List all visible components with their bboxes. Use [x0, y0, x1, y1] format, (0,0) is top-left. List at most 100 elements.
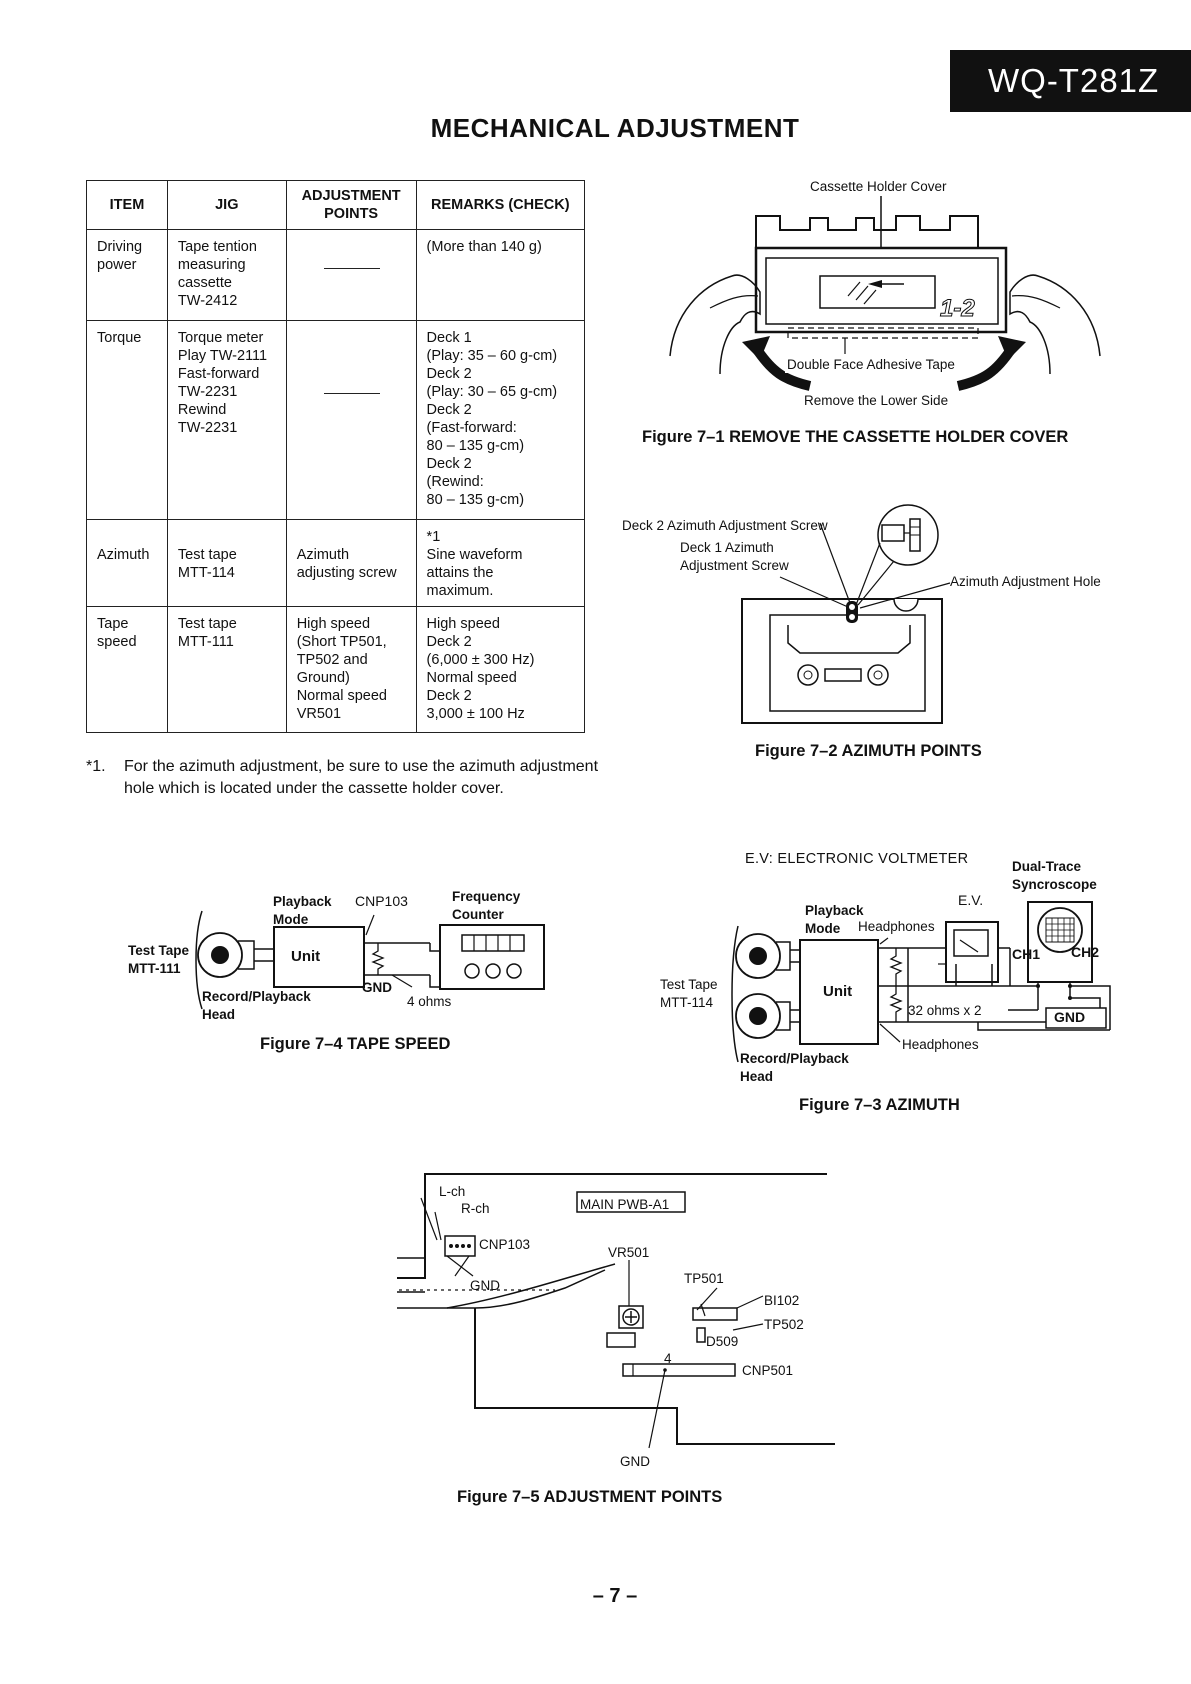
cell-points: [285, 320, 417, 520]
table-row: Driving power Tape tention measuring cas…: [86, 229, 586, 321]
label-holder-cover: Cassette Holder Cover: [810, 179, 947, 194]
figure-7-2-drawing: [741, 504, 951, 724]
cell-text: MTT-114: [177, 565, 235, 581]
cell-item: Torque: [86, 320, 168, 520]
cell-text: (Short TP501,: [296, 634, 387, 650]
label-scope-1: Dual-Trace: [1012, 859, 1082, 874]
label-unit-7-4: Unit: [291, 948, 321, 965]
cell-text: VR501: [296, 706, 342, 722]
model-badge: WQ-T281Z: [950, 50, 1191, 112]
footnote-text: For the azimuth adjustment, be sure to u…: [124, 758, 599, 797]
label-azimuth-hole: Azimuth Adjustment Hole: [950, 574, 1101, 589]
label-lower-side: Remove the Lower Side: [804, 393, 949, 408]
cell-text: Rewind: [177, 402, 227, 418]
cell-text: Ground): [296, 670, 350, 686]
label-gnd-top: GND: [470, 1278, 500, 1293]
figure-7-5-caption: Figure 7–5 ADJUSTMENT POINTS: [457, 1488, 723, 1506]
label-playback-7-3-2: Mode: [805, 921, 841, 936]
label-playback-1: Playback: [273, 894, 332, 909]
label-gnd-bottom: GND: [620, 1454, 650, 1469]
label-gnd-7-4: GND: [362, 980, 392, 995]
label-ev-title: E.V: ELECTRONIC VOLTMETER: [745, 851, 969, 867]
deck-mark-text: 1-2: [940, 295, 975, 322]
cell-text: Deck 2: [426, 456, 472, 472]
cell-text: TW-2412: [177, 293, 238, 309]
figure-7-1-caption: Figure 7–1 REMOVE THE CASSETTE HOLDER CO…: [642, 428, 1069, 446]
table-row: Torque Torque meter Play TW-2111 Fast-fo…: [86, 320, 586, 520]
cell-points: [285, 229, 417, 321]
header-adjustment-points: ADJUSTMENT POINTS: [285, 180, 417, 230]
label-head-7-4-2: Head: [202, 1007, 236, 1022]
page-title: MECHANICAL ADJUSTMENT: [430, 113, 800, 143]
adjustment-table: ITEM JIG ADJUSTMENT POINTS REMARKS (CHEC…: [86, 180, 586, 733]
figure-7-4-drawing: [195, 910, 545, 1010]
cell-text: Tape tention: [177, 239, 257, 255]
cell-points: High speed (Short TP501, TP502 and Groun…: [285, 606, 417, 733]
label-test-tape-114-1: Test Tape: [660, 977, 718, 992]
label-cnp103: CNP103: [355, 893, 408, 909]
header-item: ITEM: [86, 180, 168, 230]
cell-text: Normal speed: [296, 688, 387, 704]
page-number: – 7 –: [592, 1585, 638, 1607]
cell-remarks: *1 Sine waveform attains the maximum.: [415, 519, 586, 607]
cell-text: Sine waveform: [426, 547, 523, 563]
footnote: *1. For the azimuth adjustment, be sure …: [86, 756, 606, 800]
cell-text: TW-2231: [177, 384, 238, 400]
cell-jig: Tape tention measuring cassette TW-2412: [166, 229, 287, 321]
label-4-ohms: 4 ohms: [407, 994, 452, 1009]
cell-text: Azimuth: [97, 547, 150, 563]
cell-text: (More than 140 g): [426, 239, 542, 255]
label-counter: Counter: [452, 907, 504, 922]
label-pin-4: 4: [664, 1351, 672, 1366]
label-main-pwb: MAIN PWB-A1: [580, 1197, 670, 1212]
cell-text: speed: [97, 634, 137, 650]
label-test-tape-111-2: MTT-111: [128, 961, 181, 976]
label-headphones-top: Headphones: [858, 919, 935, 934]
label-head-7-3-2: Head: [740, 1069, 774, 1084]
cell-text: (6,000 ± 300 Hz): [426, 652, 535, 668]
cell-text: cassette: [177, 275, 232, 291]
label-cnp103-board: CNP103: [479, 1237, 531, 1252]
cell-text: Deck 2: [426, 688, 472, 704]
label-vr501: VR501: [608, 1245, 650, 1260]
cell-text: Torque: [97, 330, 142, 346]
cell-text: TW-2231: [177, 420, 238, 436]
cell-text: Deck 2: [426, 634, 472, 650]
label-playback-2: Mode: [273, 912, 309, 927]
cell-jig: Test tape MTT-111: [166, 606, 287, 733]
cell-text: High speed: [426, 616, 500, 632]
cell-text: *1: [426, 529, 441, 545]
label-head-7-4-1: Record/Playback: [202, 989, 311, 1004]
header-jig: JIG: [166, 180, 287, 230]
label-frequency: Frequency: [452, 889, 521, 904]
label-playback-7-3-1: Playback: [805, 903, 864, 918]
cell-item: Driving power: [86, 229, 168, 321]
label-scope-2: Syncroscope: [1012, 877, 1097, 892]
cell-item: Tape speed: [86, 606, 168, 733]
cell-text: attains the: [426, 565, 494, 581]
label-cnp501: CNP501: [742, 1363, 794, 1378]
cell-text: MTT-111: [177, 634, 234, 650]
cell-text: Deck 2: [426, 402, 472, 418]
cell-text: (Rewind:: [426, 474, 484, 490]
cell-points: Azimuth adjusting screw: [285, 519, 417, 607]
cell-text: High speed: [296, 616, 371, 632]
cell-text: Torque meter: [177, 330, 264, 346]
label-tp502: TP502: [764, 1317, 804, 1332]
figure-7-3-caption: Figure 7–3 AZIMUTH: [799, 1096, 960, 1114]
cell-text: TP502 and: [296, 652, 368, 668]
label-deck1-screw-1: Deck 1 Azimuth: [680, 540, 774, 555]
footnote-mark: *1.: [86, 758, 106, 775]
cell-text: maximum.: [426, 583, 494, 599]
figure-7-5-drawing: [395, 1173, 835, 1449]
cell-text: Test tape: [177, 547, 237, 563]
cell-text: 3,000 ± 100 Hz: [426, 706, 525, 722]
header-remarks: REMARKS (CHECK): [415, 180, 586, 230]
label-32-ohms: 32 ohms x 2: [908, 1003, 982, 1018]
label-unit-7-3: Unit: [823, 983, 853, 1000]
label-deck1-screw-2: Adjustment Screw: [680, 558, 789, 573]
cell-text: Play TW-2111: [177, 348, 268, 364]
label-d509: D509: [706, 1334, 739, 1349]
figure-7-4-caption: Figure 7–4 TAPE SPEED: [260, 1035, 451, 1053]
label-tp501: TP501: [684, 1271, 724, 1286]
